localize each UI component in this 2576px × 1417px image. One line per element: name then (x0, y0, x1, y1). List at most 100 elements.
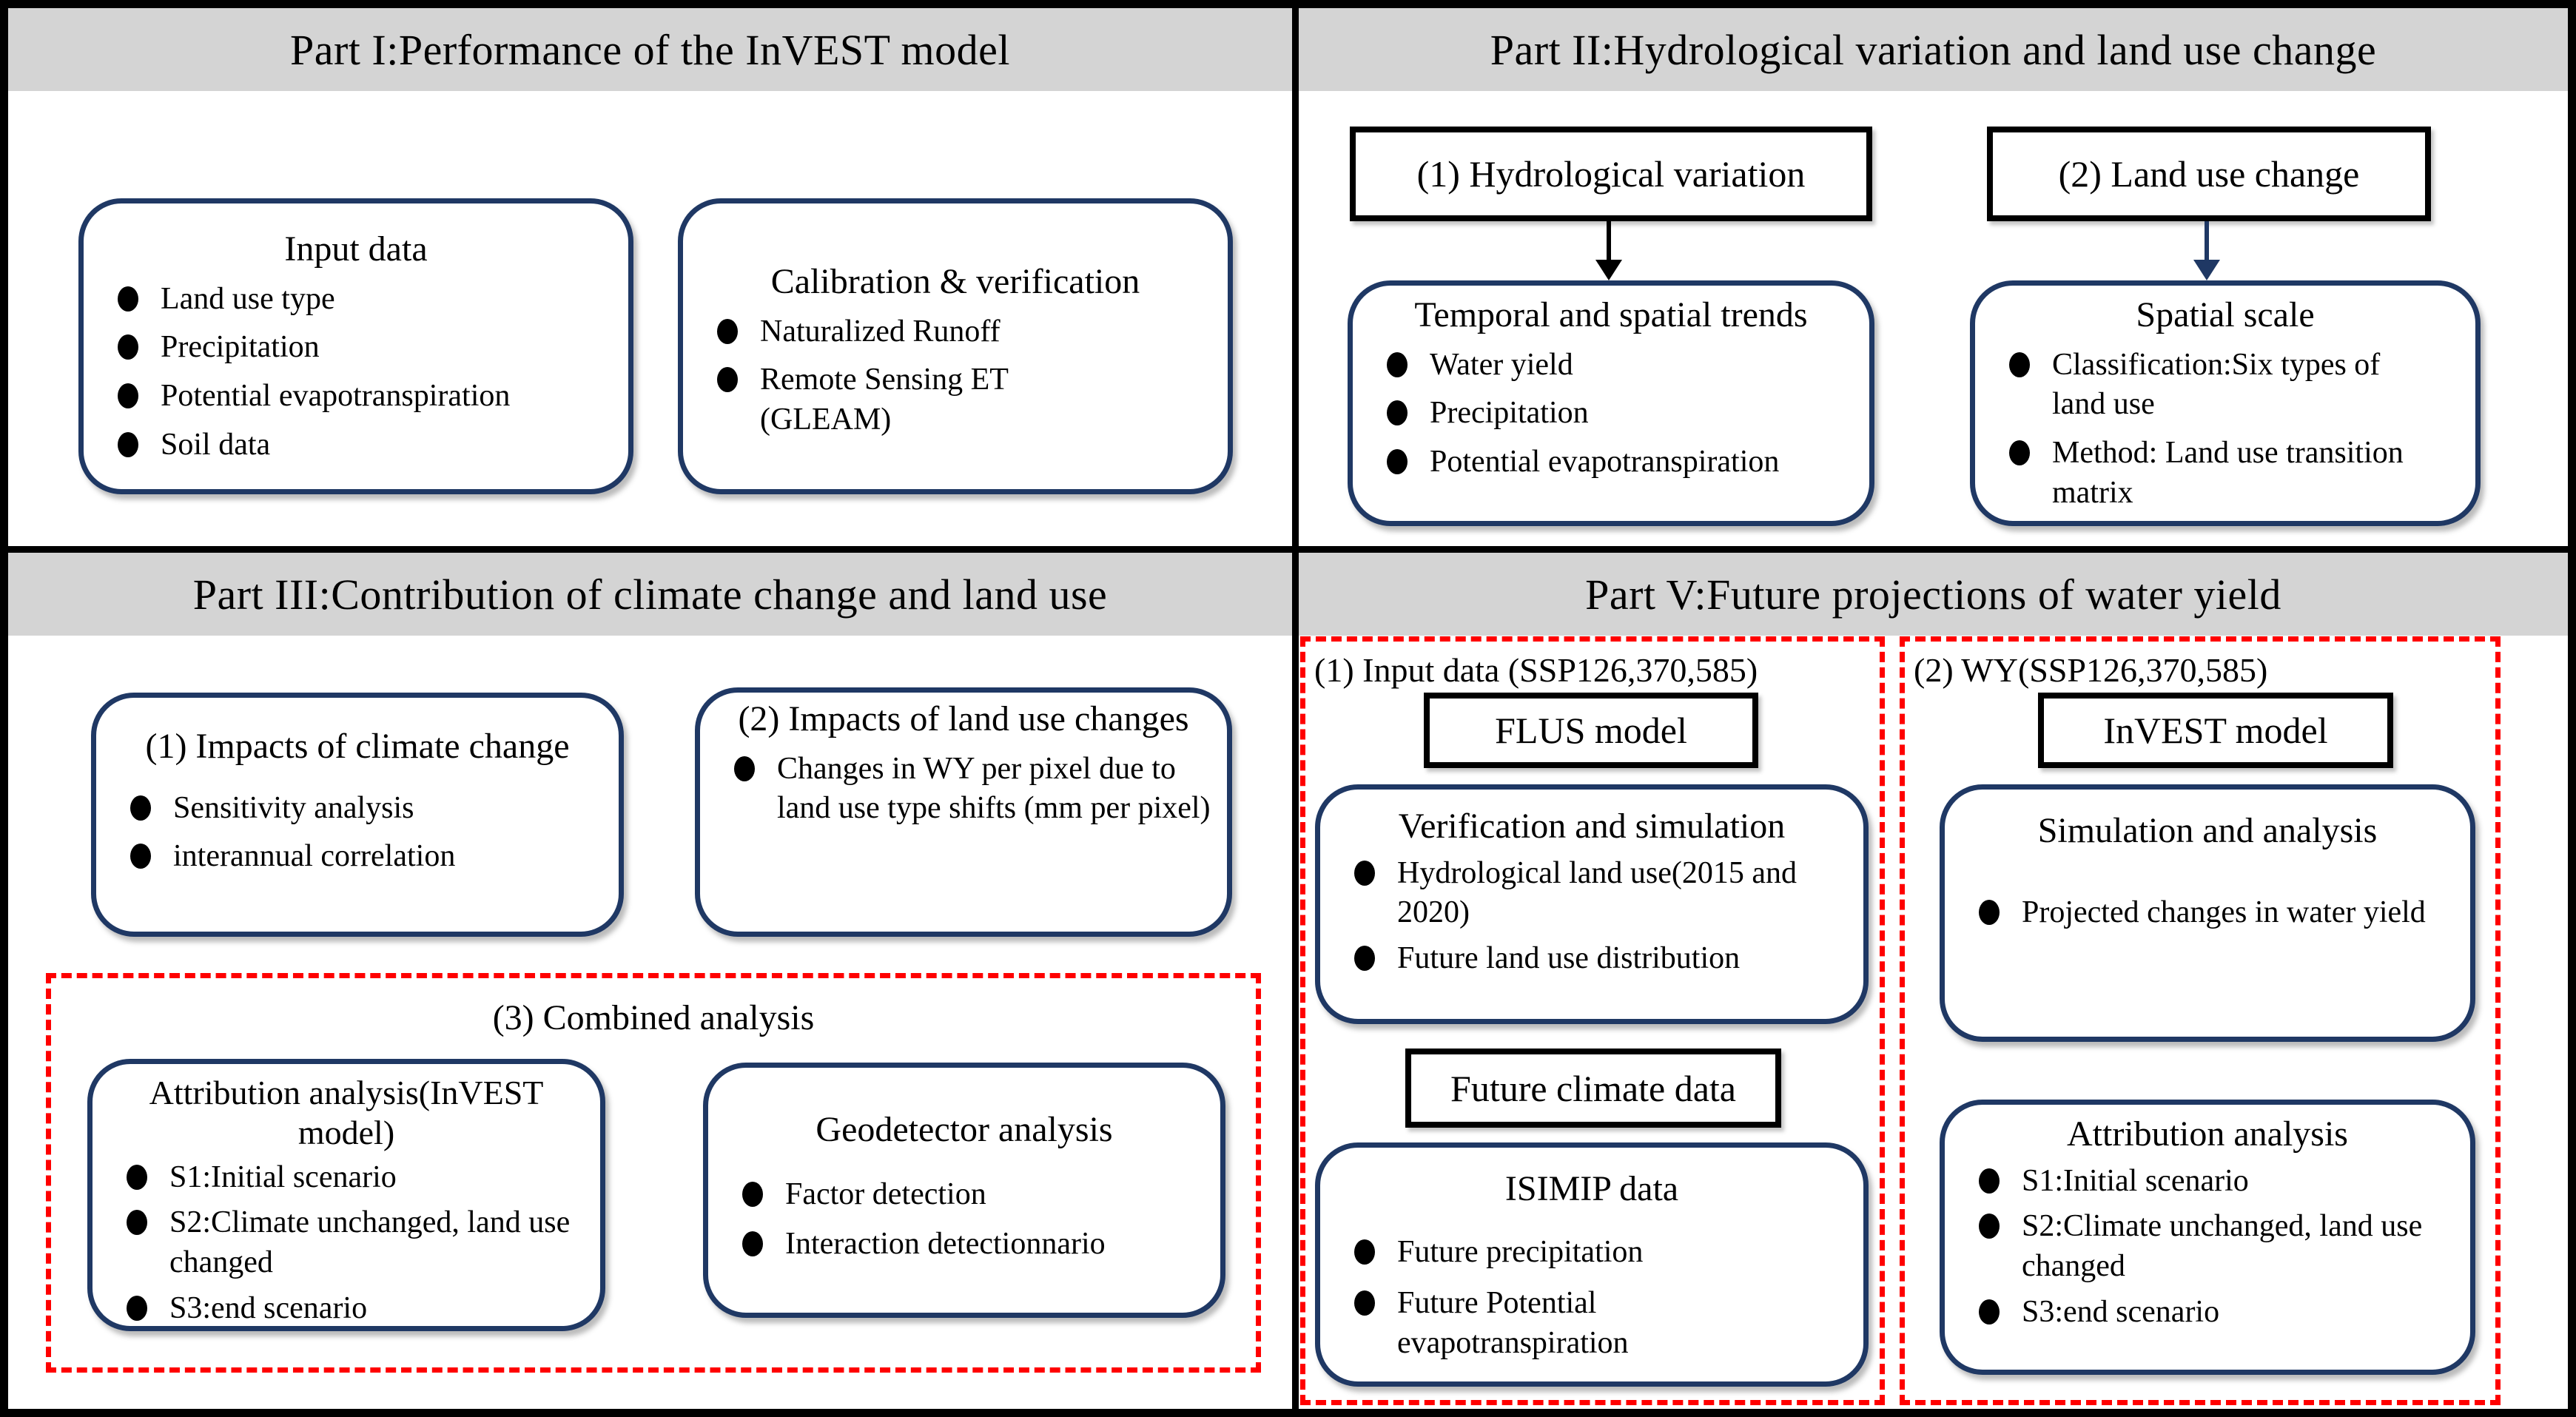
bullet-text: Soil data (161, 427, 271, 462)
bullet-icon (1354, 946, 1375, 972)
input-data-column: (1) Input data (SSP126,370,585) (1300, 636, 1885, 1405)
bullet-text: Projected changes in water yield (2022, 895, 2426, 929)
box-title: Attribution analysis (2067, 1114, 2348, 1154)
bullet-icon (2009, 351, 2030, 377)
water-yield-column-label: (2) WY(SSP126,370,585) (1914, 651, 2268, 689)
bullet-text: Classification:Six types of land use (2052, 347, 2381, 422)
box-title: Temporal and spatial trends (1414, 295, 1808, 334)
bullet-list: Changes in WY per pixel due to land use … (700, 750, 1227, 829)
box-title: Geodetector analysis (815, 1110, 1113, 1149)
bullet-icon (717, 318, 738, 344)
bullet-row: Land use type (118, 280, 628, 320)
bullet-row: S2:Climate unchanged, land use changed (1979, 1207, 2470, 1287)
bullet-icon (742, 1181, 763, 1207)
box-title: Spatial scale (2136, 295, 2315, 334)
combined-analysis-group: (3) Combined analysis (46, 973, 1261, 1373)
bullet-text: S3:end scenario (2022, 1294, 2220, 1329)
bullet-text: Precipitation (161, 330, 320, 365)
bullet-icon (742, 1231, 763, 1257)
landuse-impacts-box: (2) Impacts of land use changes Changes … (695, 687, 1232, 937)
bullet-row: Interaction detectionnario (742, 1225, 1220, 1265)
bullet-icon (1354, 1290, 1375, 1316)
bullet-row: S2:Climate unchanged, land use changed (127, 1203, 600, 1283)
bullet-text: Future Potential evapotranspiration (1397, 1286, 1629, 1361)
isimip-data-box: ISIMIP data Future precipitation Future … (1315, 1142, 1869, 1387)
bullet-text: Precipitation (1430, 396, 1589, 431)
arrow-head (2193, 260, 2220, 280)
bullet-icon (127, 1295, 147, 1321)
bullet-row: Potential evapotranspiration (1387, 442, 1869, 482)
bullet-row: Precipitation (1387, 394, 1869, 434)
bullet-row: Method: Land use transition matrix (2009, 434, 2475, 514)
bullet-row: S1:Initial scenario (127, 1158, 600, 1198)
bullet-icon (1979, 1168, 2000, 1194)
arrow-shaft (1607, 221, 1611, 261)
bullet-row: interannual correlation (130, 837, 619, 877)
bullet-list: Naturalized Runoff Remote Sensing ET (GL… (683, 312, 1228, 440)
input-data-column-label: (1) Input data (SSP126,370,585) (1314, 651, 1758, 689)
input-data-box: Input data Land use type Precipitation P… (78, 198, 633, 494)
bullet-icon (1387, 449, 1408, 475)
bullet-text: Naturalized Runoff (760, 314, 1001, 349)
box-title: Input data (284, 229, 428, 269)
attribution-analysis-box: Attribution analysis(InVEST model) S1:In… (87, 1059, 605, 1331)
bullet-icon (118, 431, 138, 457)
bullet-list: S1:Initial scenario S2:Climate unchanged… (93, 1158, 600, 1326)
calibration-verification-box: Calibration & verification Naturalized R… (678, 198, 1233, 494)
future-climate-data-label: Future climate data (1405, 1049, 1781, 1128)
bullet-row: Changes in WY per pixel due to land use … (734, 750, 1227, 829)
bullet-text: S1:Initial scenario (169, 1159, 397, 1194)
bullet-row: Classification:Six types of land use (2009, 346, 2475, 425)
bullet-text: S1:Initial scenario (2022, 1163, 2249, 1198)
bullet-icon (1979, 1299, 2000, 1325)
bullet-icon (127, 1210, 147, 1236)
combined-analysis-title: (3) Combined analysis (492, 998, 815, 1037)
bullet-icon (118, 383, 138, 409)
bullet-row: Water yield (1387, 346, 1869, 386)
bullet-row: Potential evapotranspiration (118, 377, 628, 417)
water-yield-column: (2) WY(SSP126,370,585) (1900, 636, 2501, 1405)
bullet-icon (1979, 1214, 2000, 1239)
bullet-icon (1354, 860, 1375, 886)
bullet-text: S2:Climate unchanged, land use changed (169, 1205, 571, 1280)
bullet-text: Potential evapotranspiration (161, 379, 511, 414)
bullet-list: Water yield Precipitation Potential evap… (1353, 346, 1869, 482)
box-title: ISIMIP data (1504, 1169, 1679, 1208)
bullet-text: interannual correlation (173, 839, 456, 874)
bullet-icon (1354, 1239, 1375, 1265)
down-arrow-icon (2192, 221, 2222, 280)
bullet-list: Land use type Precipitation Potential ev… (84, 280, 628, 465)
spatial-scale-box: Spatial scale Classification:Six types o… (1970, 280, 2481, 526)
bullet-icon (734, 755, 755, 781)
part5-header: Part V:Future projections of water yield (1299, 553, 2568, 636)
bullet-list: S1:Initial scenario S2:Climate unchanged… (1945, 1162, 2470, 1333)
bullet-icon (130, 795, 151, 821)
bullet-row: Future land use distribution (1354, 939, 1863, 979)
horizontal-divider (8, 546, 2568, 553)
bullet-icon (717, 367, 738, 393)
bullet-text: Hydrological land use(2015 and 2020) (1397, 855, 1798, 930)
bullet-text: S3:end scenario (169, 1290, 368, 1325)
box-title: Verification and simulation (1398, 807, 1786, 846)
bullet-text: S2:Climate unchanged, land use changed (2022, 1209, 2423, 1284)
invest-model-label: InVEST model (2038, 693, 2393, 768)
box-title: Calibration & verification (770, 262, 1140, 301)
bullet-text: Factor detection (785, 1177, 986, 1211)
bullet-row: Naturalized Runoff (717, 312, 1228, 352)
bullet-list: Hydrological land use(2015 and 2020) Fut… (1320, 854, 1863, 979)
bullet-row: Hydrological land use(2015 and 2020) (1354, 854, 1863, 934)
bullet-text: Water yield (1430, 347, 1573, 382)
part1-header: Part I:Performance of the InVEST model (8, 8, 1292, 91)
hydrological-variation-label: (1) Hydrological variation (1350, 127, 1872, 221)
box-title: Attribution analysis(InVEST model) (149, 1074, 544, 1152)
temporal-spatial-trends-box: Temporal and spatial trends Water yield … (1348, 280, 1874, 526)
bullet-text: Land use type (161, 281, 335, 316)
bullet-row: Projected changes in water yield (1979, 893, 2470, 933)
flus-model-label: FLUS model (1424, 693, 1758, 768)
bullet-text: Changes in WY per pixel due to land use … (777, 751, 1211, 826)
down-arrow-icon (1594, 221, 1624, 280)
bullet-icon (118, 286, 138, 312)
bullet-row: Sensitivity analysis (130, 789, 619, 829)
bullet-text: Future precipitation (1397, 1234, 1644, 1269)
